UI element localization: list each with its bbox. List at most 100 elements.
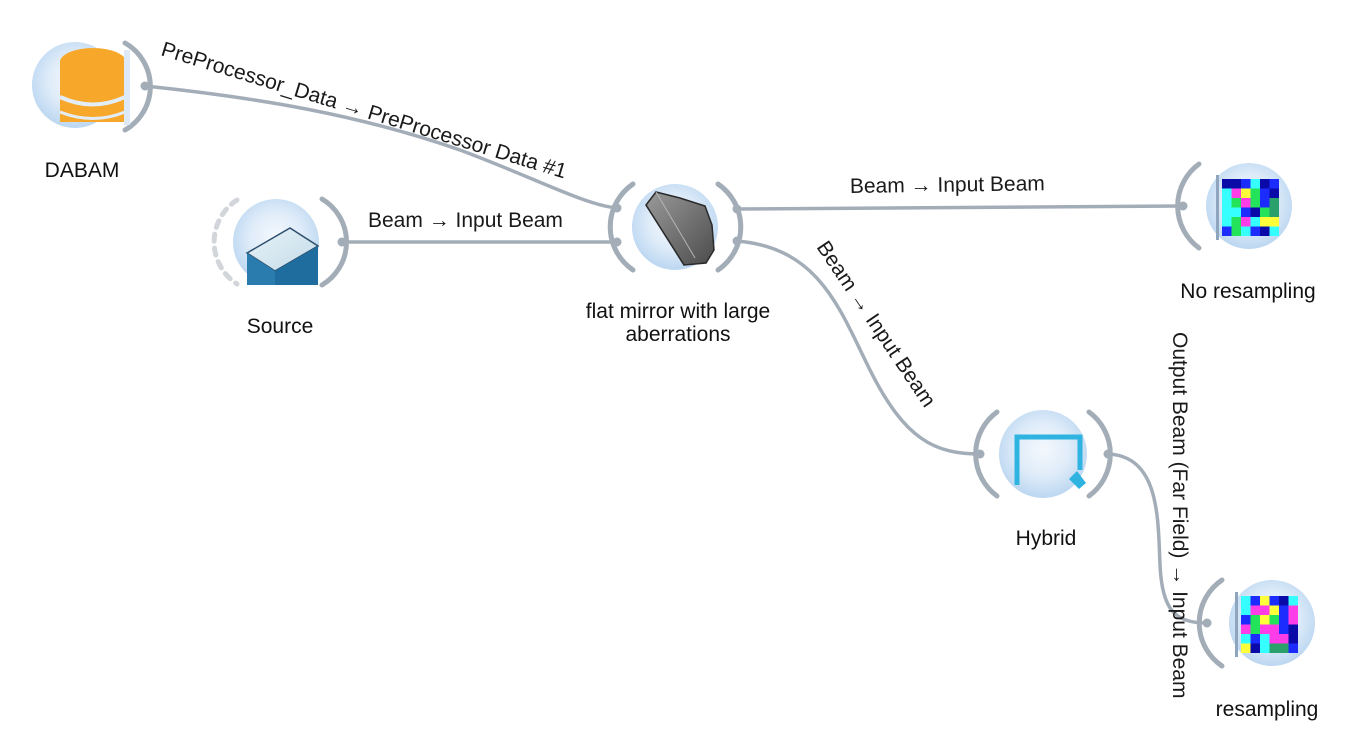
- link-label-source-to-mirror: Beam → Input Beam: [368, 209, 563, 232]
- plot-grid-cell: [1260, 226, 1270, 236]
- node-resampling[interactable]: resampling: [1196, 577, 1319, 721]
- plot-grid-cell: [1231, 198, 1241, 208]
- plot-grid-cell: [1222, 198, 1232, 208]
- plot-grid-cell: [1241, 615, 1251, 625]
- plot-grid-cell: [1231, 207, 1241, 217]
- plot-grid-cell: [1288, 615, 1298, 625]
- plot-grid-cell: [1260, 634, 1270, 644]
- node-hybrid[interactable]: Hybrid: [973, 409, 1113, 550]
- plot-grid-cell: [1250, 624, 1260, 634]
- node-mirror[interactable]: flat mirror with large aberrations: [586, 181, 770, 346]
- plot-grid-cell: [1260, 188, 1270, 198]
- plot-grid-cell: [1269, 226, 1279, 236]
- database-icon: [59, 48, 130, 125]
- plot-grid-cell: [1269, 188, 1279, 198]
- plot-grid-cell: [1269, 198, 1279, 208]
- mirror-icon: [645, 191, 715, 266]
- plot-grid-cell: [1288, 634, 1298, 644]
- plot-grid-cell: [1260, 198, 1270, 208]
- link-label-mirror-to-no-resampling: Beam → Input Beam: [850, 172, 1045, 198]
- hybrid-corner-icon: [1014, 434, 1086, 489]
- plot-grid-cell: [1269, 643, 1279, 653]
- plot-grid-cell: [1279, 624, 1289, 634]
- plot-grid-cell: [1260, 624, 1270, 634]
- node-source[interactable]: Source: [211, 196, 349, 338]
- plot-grid-cell: [1269, 605, 1279, 615]
- plot-grid-cell: [1279, 634, 1289, 644]
- link-mirror-to-no-resampling[interactable]: Beam → Input Beam: [735, 172, 1185, 211]
- plot-grid-cell: [1269, 207, 1279, 217]
- plot-grid-cell: [1288, 596, 1298, 606]
- plot-grid-cell: [1288, 624, 1298, 634]
- plot-grid-cell: [1250, 226, 1260, 236]
- plot-grid-cell: [1260, 615, 1270, 625]
- plot-grid-cell: [1279, 596, 1289, 606]
- plot-grid-cell: [1260, 605, 1270, 615]
- plot-grid-cell: [1241, 198, 1251, 208]
- link-dabam-to-mirror[interactable]: PreProcessor_Data → PreProcessor Data #1: [143, 38, 619, 210]
- plot-grid-cell: [1260, 217, 1270, 227]
- node-label-resampling: resampling: [1216, 698, 1319, 721]
- plot-grid-cell: [1241, 605, 1251, 615]
- plot-grid-cell: [1269, 634, 1279, 644]
- plot-grid-cell: [1260, 596, 1270, 606]
- plot-grid-cell: [1231, 188, 1241, 198]
- plot-grid-axis: [1235, 592, 1238, 657]
- source-plate-icon: [245, 227, 320, 285]
- plot-grid-cell: [1250, 634, 1260, 644]
- plot-grid-cell: [1260, 179, 1270, 189]
- plot-grid-cell: [1250, 596, 1260, 606]
- plot-grid-cell: [1288, 605, 1298, 615]
- plot-grid-cell: [1222, 188, 1232, 198]
- plot-grid-cell: [1241, 179, 1251, 189]
- plot-grid-cell: [1241, 596, 1251, 606]
- plot-grid-cell: [1250, 643, 1260, 653]
- link-source-to-mirror[interactable]: Beam → Input Beam: [340, 209, 619, 244]
- plot-grid-cell: [1222, 226, 1232, 236]
- plot-grid-cell: [1222, 217, 1232, 227]
- plot-grid-cell: [1269, 596, 1279, 606]
- node-label-source: Source: [247, 315, 314, 338]
- link-hybrid-to-resampling[interactable]: Output Beam (Far Field) → Input Beam: [1106, 332, 1209, 698]
- plot-grid-cell: [1279, 643, 1289, 653]
- plot-grid-cell: [1279, 605, 1289, 615]
- plot-grid-cell: [1241, 217, 1251, 227]
- link-mirror-to-hybrid[interactable]: Beam → Input Beam: [735, 237, 982, 456]
- plot-grid-cell: [1269, 615, 1279, 625]
- node-label-no-resampling: No resampling: [1180, 280, 1315, 303]
- plot-grid-cell: [1241, 226, 1251, 236]
- link-label-mirror-to-hybrid: Beam → Input Beam: [812, 237, 940, 411]
- plot-grid-icon: [1235, 592, 1298, 657]
- node-label-mirror-line2: aberrations: [625, 323, 730, 346]
- link-label-hybrid-to-resampling: Output Beam (Far Field) → Input Beam: [1168, 332, 1191, 698]
- plot-grid-cell: [1269, 624, 1279, 634]
- plot-grid-cell: [1269, 179, 1279, 189]
- plot-grid-cell: [1241, 634, 1251, 644]
- plot-grid-cell: [1231, 217, 1241, 227]
- plot-grid-cell: [1250, 217, 1260, 227]
- node-dabam[interactable]: DABAM: [32, 40, 153, 182]
- plot-grid-cell: [1260, 643, 1270, 653]
- node-label-hybrid: Hybrid: [1016, 527, 1077, 550]
- plot-grid-cell: [1241, 188, 1251, 198]
- plot-grid-cell: [1250, 188, 1260, 198]
- plot-grid-cell: [1250, 207, 1260, 217]
- plot-grid-cell: [1241, 643, 1251, 653]
- plot-grid-cell: [1250, 179, 1260, 189]
- plot-grid-cell: [1231, 226, 1241, 236]
- plot-grid-cell: [1231, 179, 1241, 189]
- node-no-resampling[interactable]: No resampling: [1175, 161, 1316, 303]
- plot-grid-cell: [1250, 198, 1260, 208]
- plot-grid-cell: [1279, 615, 1289, 625]
- plot-grid-cell: [1222, 207, 1232, 217]
- plot-grid-icon: [1216, 175, 1279, 240]
- node-label-dabam: DABAM: [45, 159, 120, 182]
- plot-grid-axis: [1216, 175, 1219, 240]
- node-label-mirror-line1: flat mirror with large: [586, 300, 770, 323]
- plot-grid-cell: [1241, 624, 1251, 634]
- plot-grid-cell: [1250, 615, 1260, 625]
- plot-grid-cell: [1269, 217, 1279, 227]
- link-label-dabam-to-mirror: PreProcessor_Data → PreProcessor Data #1: [159, 38, 570, 184]
- plot-grid-cell: [1222, 179, 1232, 189]
